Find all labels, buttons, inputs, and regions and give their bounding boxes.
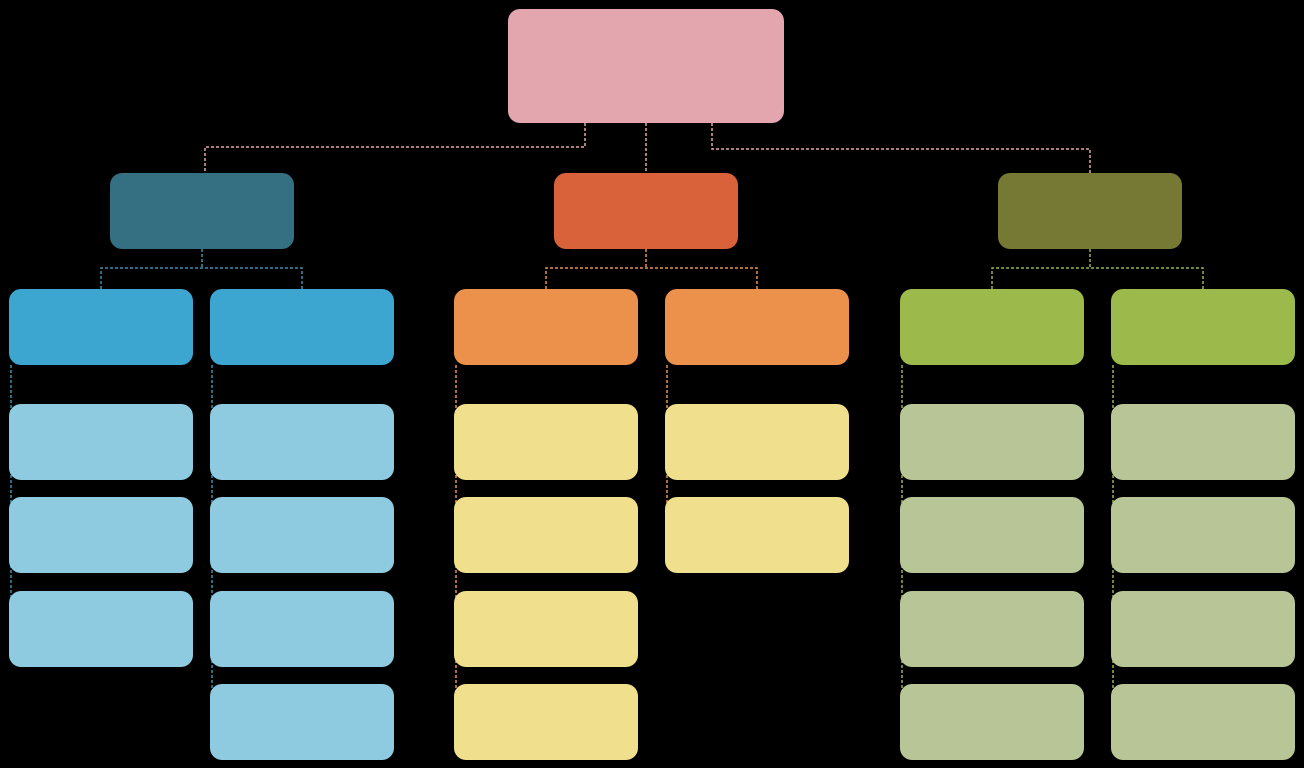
list-item-0-1-3-label xyxy=(294,718,310,726)
list-item-0-1-1-label xyxy=(294,531,310,539)
branch-node-1 xyxy=(554,173,738,249)
list-item-1-0-1 xyxy=(454,497,638,573)
list-item-1-0-0-label xyxy=(538,438,554,446)
root-connector-left xyxy=(204,123,586,173)
branch-node-0 xyxy=(110,173,294,249)
root-node xyxy=(508,9,784,123)
list-item-1-0-1-label xyxy=(538,531,554,539)
list-item-1-0-3-label xyxy=(538,718,554,726)
list-item-1-1-1-label xyxy=(749,531,765,539)
list-item-0-1-3 xyxy=(210,684,394,760)
list-item-0-1-0-label xyxy=(294,438,310,446)
list-item-0-0-1-label xyxy=(93,531,109,539)
list-item-0-1-0 xyxy=(210,404,394,480)
list-item-2-0-2 xyxy=(900,591,1084,667)
branch-2-bridge xyxy=(991,267,1204,289)
list-item-2-0-1 xyxy=(900,497,1084,573)
list-item-1-1-1 xyxy=(665,497,849,573)
list-item-2-1-0 xyxy=(1111,404,1295,480)
column-header-0-0 xyxy=(9,289,193,365)
list-item-2-1-3 xyxy=(1111,684,1295,760)
branch-node-1-label xyxy=(638,207,654,215)
column-header-2-1-label xyxy=(1195,323,1211,331)
branch-node-2-label xyxy=(1082,207,1098,215)
column-header-2-0-label xyxy=(984,323,1000,331)
list-item-2-0-3-label xyxy=(984,718,1000,726)
list-item-2-1-2-label xyxy=(1195,625,1211,633)
root-connector-right xyxy=(711,123,1091,173)
branch-node-2 xyxy=(998,173,1182,249)
column-header-1-0 xyxy=(454,289,638,365)
list-item-0-0-2 xyxy=(9,591,193,667)
list-item-0-0-0 xyxy=(9,404,193,480)
list-item-1-0-3 xyxy=(454,684,638,760)
list-item-2-0-0 xyxy=(900,404,1084,480)
column-header-2-0 xyxy=(900,289,1084,365)
list-item-2-1-2 xyxy=(1111,591,1295,667)
list-item-2-1-0-label xyxy=(1195,438,1211,446)
list-item-0-0-0-label xyxy=(93,438,109,446)
list-item-2-0-3 xyxy=(900,684,1084,760)
branch-0-bridge xyxy=(100,267,303,289)
list-item-2-1-3-label xyxy=(1195,718,1211,726)
column-header-0-1 xyxy=(210,289,394,365)
list-item-0-1-2-label xyxy=(294,625,310,633)
branch-node-0-label xyxy=(194,207,210,215)
list-item-0-1-2 xyxy=(210,591,394,667)
list-item-0-0-1 xyxy=(9,497,193,573)
list-item-2-1-1 xyxy=(1111,497,1295,573)
list-item-1-0-2 xyxy=(454,591,638,667)
column-header-2-1 xyxy=(1111,289,1295,365)
list-item-2-0-1-label xyxy=(984,531,1000,539)
column-header-1-1-label xyxy=(749,323,765,331)
list-item-1-0-2-label xyxy=(538,625,554,633)
list-item-1-1-0-label xyxy=(749,438,765,446)
list-item-0-0-2-label xyxy=(93,625,109,633)
branch-1-bridge xyxy=(545,267,758,289)
list-item-2-0-2-label xyxy=(984,625,1000,633)
root-node-label xyxy=(638,62,654,70)
list-item-1-1-0 xyxy=(665,404,849,480)
list-item-2-0-0-label xyxy=(984,438,1000,446)
column-header-0-0-label xyxy=(93,323,109,331)
list-item-1-0-0 xyxy=(454,404,638,480)
list-item-2-1-1-label xyxy=(1195,531,1211,539)
column-header-1-0-label xyxy=(538,323,554,331)
column-header-1-1 xyxy=(665,289,849,365)
column-header-0-1-label xyxy=(294,323,310,331)
list-item-0-1-1 xyxy=(210,497,394,573)
